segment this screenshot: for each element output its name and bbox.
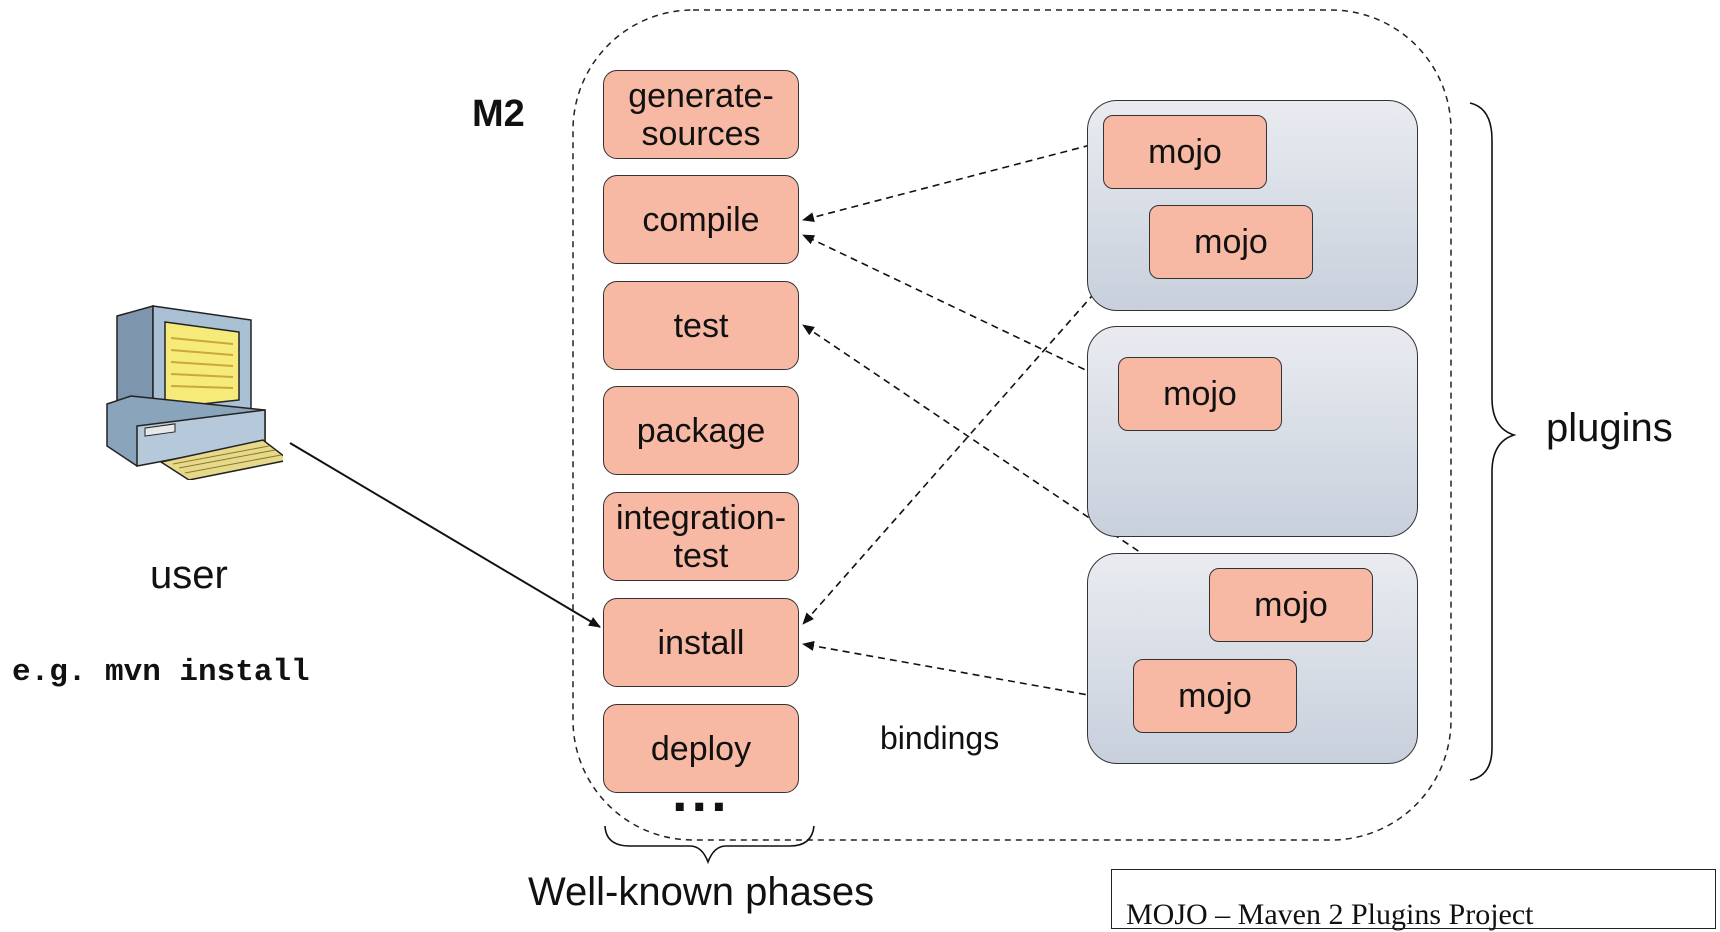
phases-ellipsis: ...	[672, 760, 731, 823]
footer-note-text: MOJO – Maven 2 Plugins Project	[1126, 898, 1534, 931]
binding-arrow	[802, 234, 1118, 386]
phase-compile: compile	[603, 175, 799, 264]
command-example: e.g. mvn install	[12, 655, 310, 690]
desktop-computer-icon	[106, 305, 283, 480]
phase-deploy: deploy	[603, 704, 799, 793]
binding-arrow	[802, 324, 1209, 599]
user-arrow	[289, 442, 601, 628]
plugins-label: plugins	[1546, 406, 1673, 450]
binding-arrow	[802, 141, 1103, 223]
mojo-box: mojo	[1118, 357, 1282, 431]
mojo-box: mojo	[1209, 568, 1373, 642]
phase-install: install	[603, 598, 799, 687]
container-label: M2	[472, 93, 525, 135]
user-label: user	[150, 553, 228, 597]
mojo-box: mojo	[1149, 205, 1313, 279]
bindings-label: bindings	[880, 720, 1000, 756]
phases-brace	[604, 825, 815, 865]
footer-note: MOJO – Maven 2 Plugins Project	[1111, 869, 1716, 931]
mojo-box: mojo	[1133, 659, 1297, 733]
plugins-brace	[1469, 102, 1517, 781]
phase-generate-sources: generate- sources	[603, 70, 799, 159]
phase-package: package	[603, 386, 799, 475]
phase-test: test	[603, 281, 799, 370]
binding-arrow	[802, 641, 1134, 704]
phase-integration-test: integration- test	[603, 492, 799, 581]
mojo-box: mojo	[1103, 115, 1267, 189]
phases-caption: Well-known phases	[528, 870, 875, 914]
m2-container	[572, 9, 1452, 841]
